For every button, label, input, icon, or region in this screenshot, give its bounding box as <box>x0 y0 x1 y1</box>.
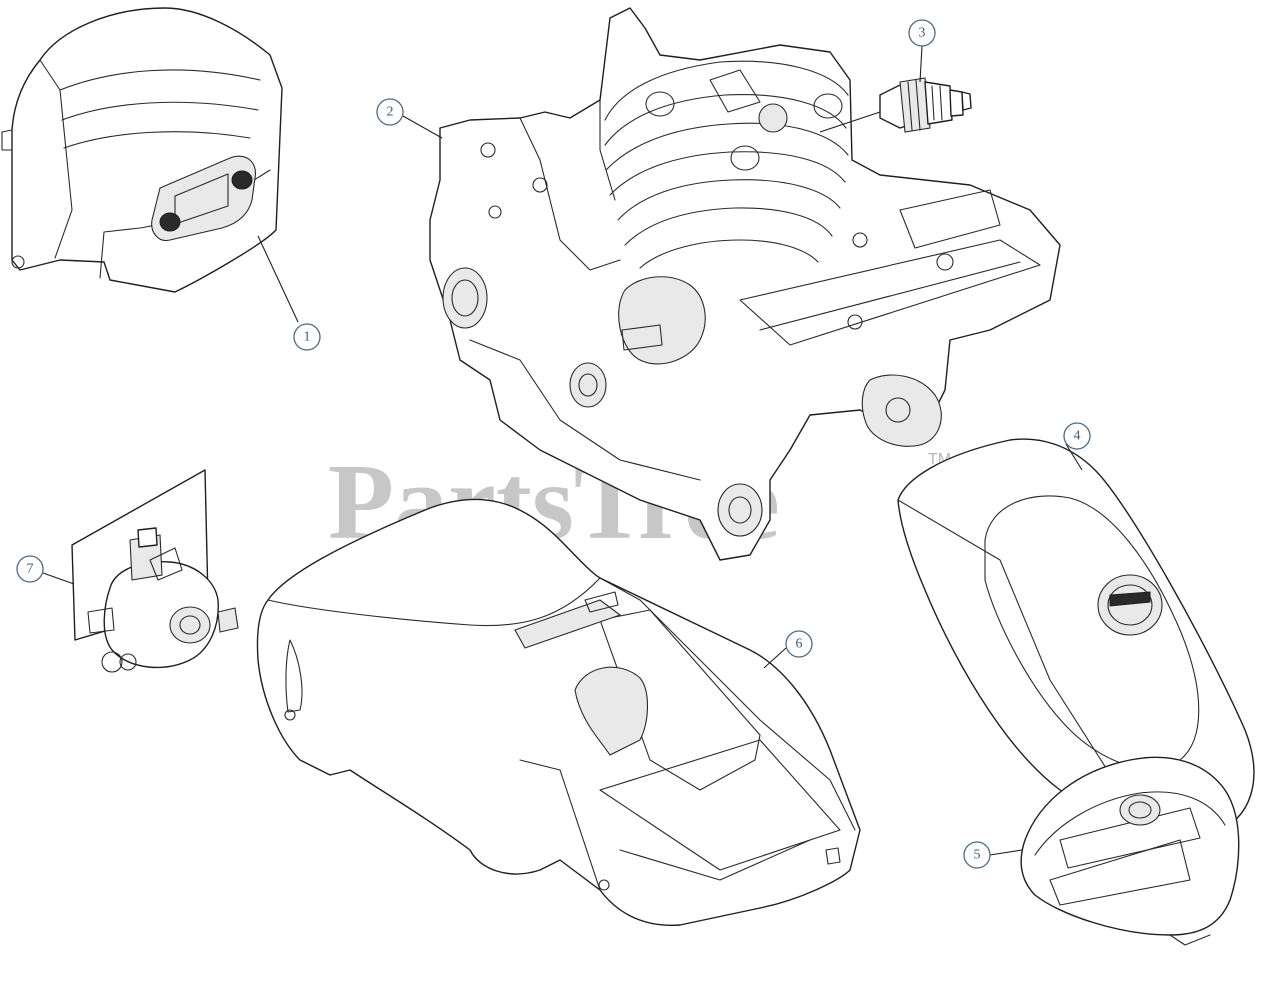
callout-7-label: 7 <box>27 562 34 577</box>
callout-7[interactable]: 7 <box>16 555 75 585</box>
spark-plug-part[interactable] <box>879 77 972 133</box>
engine-housing-cover-part[interactable] <box>256 498 861 926</box>
callout-4-circle[interactable] <box>1063 422 1091 450</box>
callout-3[interactable]: 3 <box>819 19 936 133</box>
carburetor-part[interactable] <box>71 469 239 673</box>
air-filter-part[interactable] <box>1020 756 1240 946</box>
muffler-part[interactable] <box>1 7 283 293</box>
callout-1-circle[interactable] <box>293 323 321 351</box>
callout-1[interactable]: 1 <box>257 235 321 351</box>
callout-5-circle[interactable] <box>963 841 991 869</box>
callout-3-circle[interactable] <box>908 19 936 47</box>
callout-3-label: 3 <box>919 26 926 41</box>
callout-6-label: 6 <box>796 637 803 652</box>
callout-5[interactable]: 5 <box>963 841 1023 869</box>
callout-2-label: 2 <box>387 105 394 120</box>
callout-7-circle[interactable] <box>16 555 44 583</box>
callout-4[interactable]: 4 <box>1063 422 1091 471</box>
callout-2-circle[interactable] <box>376 98 404 126</box>
callout-5-label: 5 <box>974 848 981 863</box>
callout-6[interactable]: 6 <box>763 630 813 669</box>
callout-4-label: 4 <box>1074 429 1081 444</box>
top-cover-part[interactable] <box>897 438 1255 837</box>
callout-6-circle[interactable] <box>785 630 813 658</box>
callout-2[interactable]: 2 <box>376 98 443 139</box>
callout-1-label: 1 <box>304 330 311 345</box>
crankcase-cylinder-part[interactable] <box>429 7 1061 561</box>
